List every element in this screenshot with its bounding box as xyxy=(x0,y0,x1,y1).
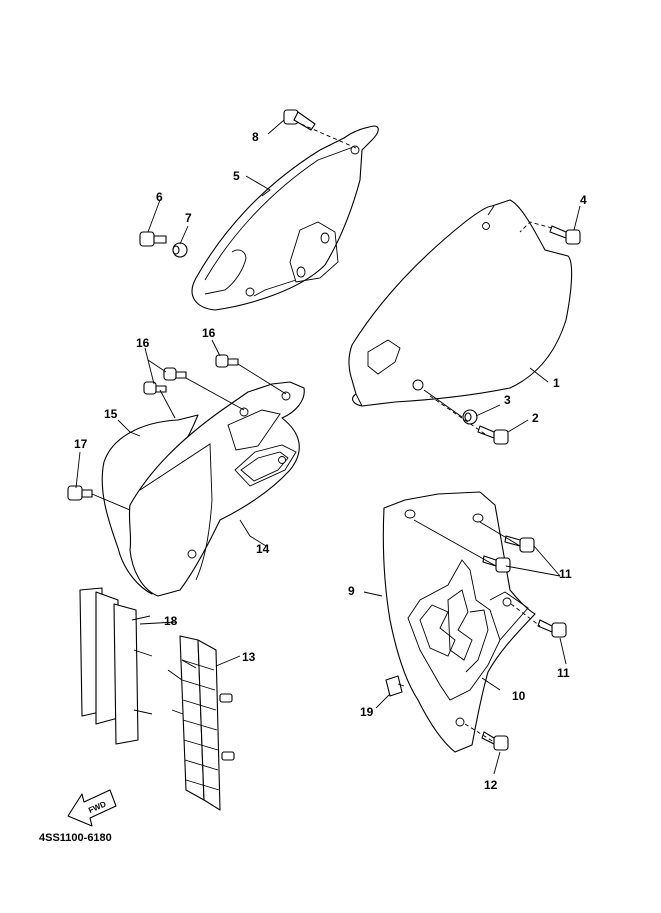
callout-2: 2 xyxy=(532,411,539,425)
callout-12: 12 xyxy=(484,778,498,792)
washer-7 xyxy=(172,242,188,258)
callout-16-a: 16 xyxy=(202,326,216,340)
callout-9: 9 xyxy=(348,584,355,598)
callout-labels: 1 2 3 4 5 6 7 8 9 10 11 11 12 13 14 15 1… xyxy=(74,130,587,792)
callout-13: 13 xyxy=(242,650,256,664)
graphic-emblem xyxy=(407,559,501,701)
callout-18: 18 xyxy=(164,614,178,628)
callout-19: 19 xyxy=(360,705,374,719)
washer-3 xyxy=(462,409,478,425)
callout-6: 6 xyxy=(156,190,163,204)
bolt-16-a xyxy=(163,367,187,381)
bolt-6 xyxy=(139,231,167,247)
clip-19 xyxy=(385,675,405,697)
callout-15: 15 xyxy=(104,407,118,421)
document-code: 4SS1100-6180 xyxy=(39,832,112,844)
radiator-cover xyxy=(382,491,536,753)
radiator-louver xyxy=(167,635,235,811)
callout-11-b: 11 xyxy=(557,666,570,680)
callout-7: 7 xyxy=(185,211,192,225)
side-cover-upper xyxy=(191,125,379,311)
shroud-panel xyxy=(128,381,305,597)
callout-14: 14 xyxy=(256,542,270,556)
bolt-11-c xyxy=(537,619,567,638)
callout-5: 5 xyxy=(233,169,240,183)
side-cover-right xyxy=(348,199,573,407)
callout-10: 10 xyxy=(512,689,526,703)
callout-16-b: 16 xyxy=(136,336,150,350)
bolt-16-b xyxy=(143,381,167,395)
bolt-16-c xyxy=(215,354,239,368)
bolt-12 xyxy=(481,731,509,751)
radiator-guard-left xyxy=(79,587,153,745)
fwd-arrow-icon: FWD xyxy=(67,789,117,827)
callout-8: 8 xyxy=(252,130,259,144)
bolt-2 xyxy=(477,425,509,445)
bolt-4 xyxy=(549,225,581,245)
callout-17: 17 xyxy=(74,437,88,451)
bolt-11-b xyxy=(482,555,511,573)
bolt-8 xyxy=(283,109,316,131)
callout-11-a: 11 xyxy=(559,567,572,581)
leader-lines xyxy=(75,119,581,775)
bolt-17 xyxy=(67,485,93,501)
callout-1: 1 xyxy=(553,376,560,390)
bolt-11-a xyxy=(504,535,535,553)
callout-3: 3 xyxy=(504,393,511,407)
callout-4: 4 xyxy=(580,193,587,207)
